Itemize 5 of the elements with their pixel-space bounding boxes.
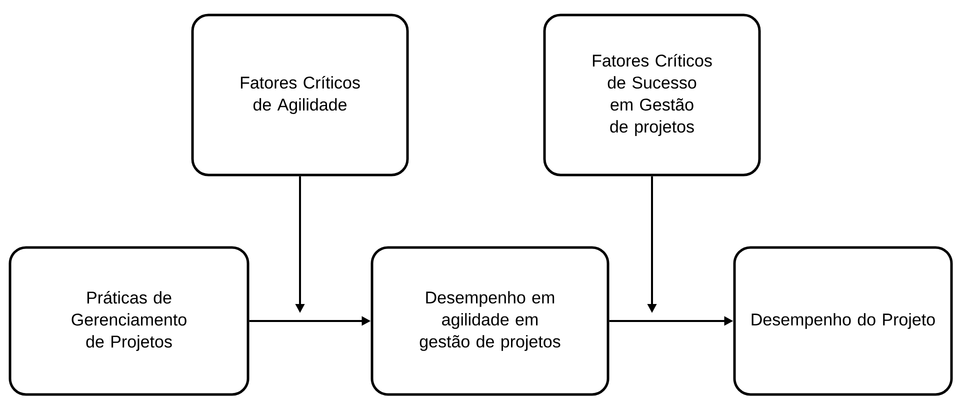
process-box: Práticas de Gerenciamento de Projetos <box>8 246 250 396</box>
process-box: Fatores Críticos de Sucesso em Gestão de projetos <box>543 14 761 176</box>
process-box: Desempenho do Projeto <box>733 246 953 396</box>
process-box: Desempenho em agilidade em gestão de projetos <box>370 246 610 396</box>
process-box: Fatores Críticos de Agilidade <box>191 14 409 176</box>
